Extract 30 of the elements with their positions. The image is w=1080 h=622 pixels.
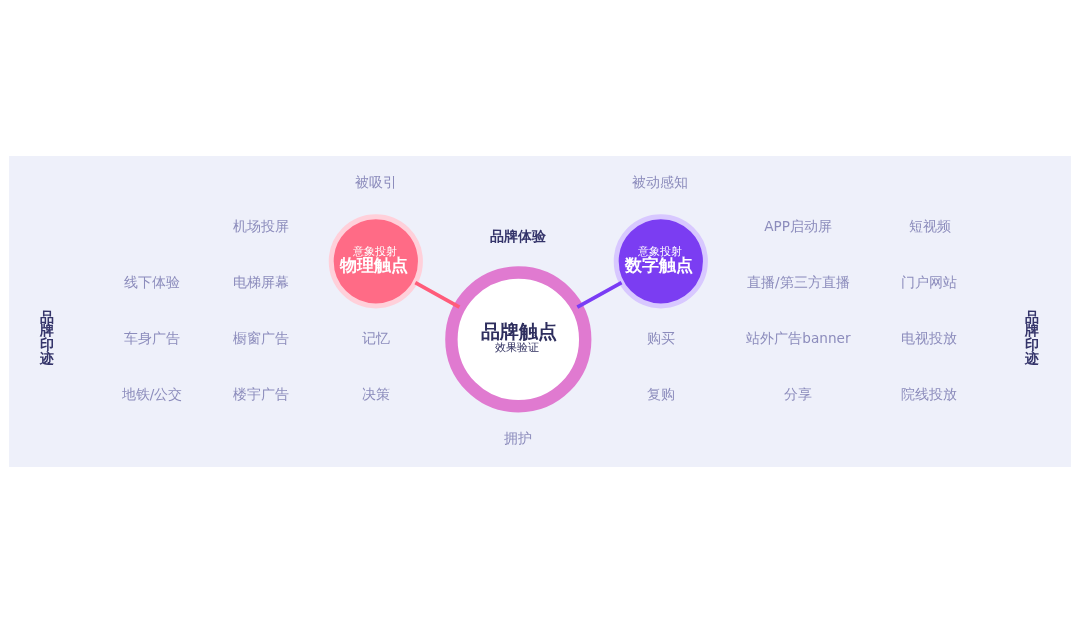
- label: 品牌体验: [489, 227, 546, 244]
- label: 被吸引: [354, 173, 397, 190]
- label: 拥护: [504, 429, 533, 446]
- node-circle: 意象投射 物理触点: [328, 213, 423, 308]
- label: 被动感知: [632, 173, 689, 190]
- label: 车身广告: [123, 329, 180, 346]
- connector: [414, 280, 461, 309]
- label: 复购: [646, 385, 675, 402]
- label: 线下体验: [123, 273, 180, 290]
- label: 品牌印迹: [40, 308, 55, 366]
- label: 院线投放: [901, 385, 958, 402]
- node-circle: 意象投射 数字触点: [613, 213, 708, 308]
- label: 直播/第三方直播: [746, 273, 850, 290]
- label: 分享: [784, 385, 813, 402]
- label: 购买: [646, 329, 675, 346]
- connector: [576, 280, 623, 309]
- label: 楼宇广告: [233, 385, 290, 402]
- label: 短视频: [908, 217, 951, 234]
- label: 品牌印迹: [1025, 308, 1040, 366]
- label: 地铁/公交: [121, 385, 183, 402]
- label: 记忆: [361, 329, 390, 346]
- label: 电视投放: [901, 329, 958, 346]
- label: 门户网站: [901, 273, 958, 290]
- label: 机场投屏: [233, 217, 290, 234]
- label: 电梯屏幕: [233, 273, 290, 290]
- label: APP启动屏: [764, 217, 832, 234]
- label: 站外广告banner: [746, 329, 851, 346]
- label: 橱窗广告: [233, 329, 290, 346]
- label: 决策: [361, 385, 390, 402]
- node-circle: 品牌触点 效果验证: [445, 265, 592, 412]
